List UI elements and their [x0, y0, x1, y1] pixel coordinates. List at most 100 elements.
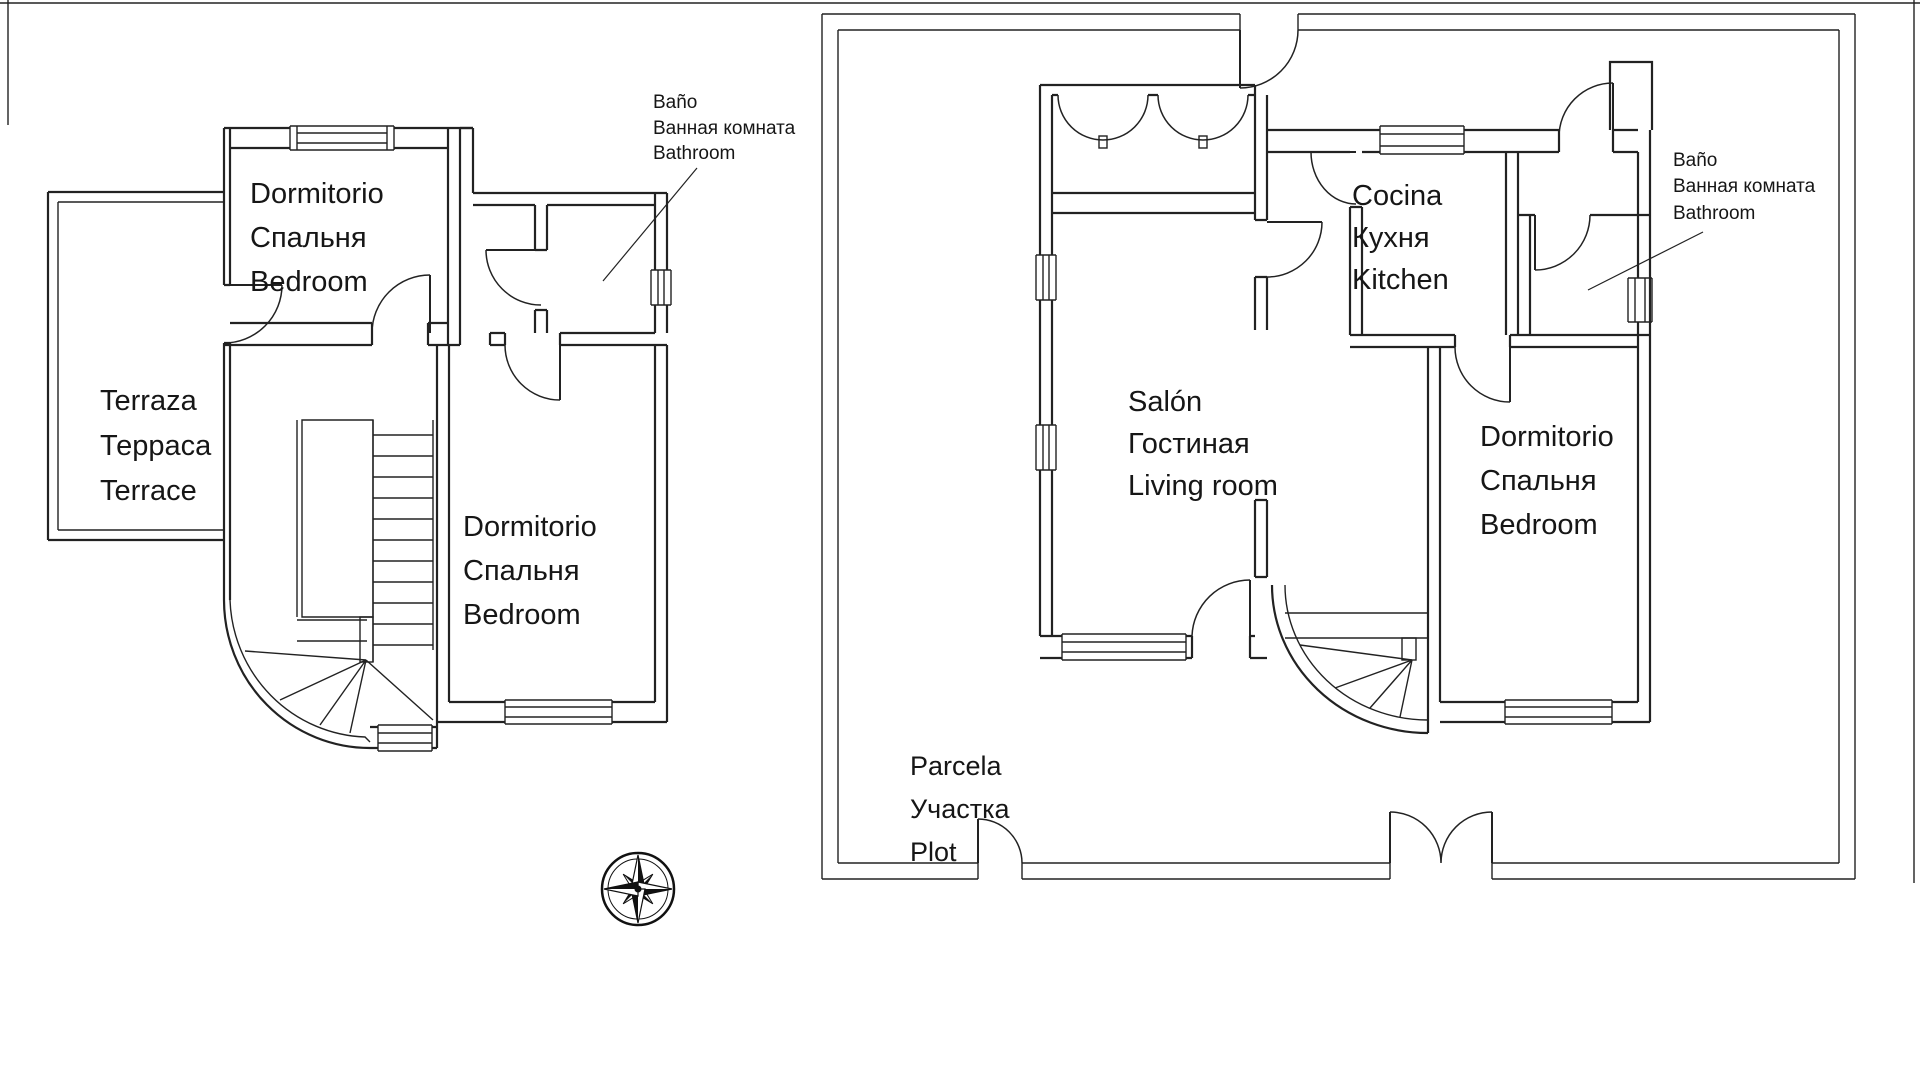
living-north-wall	[1052, 191, 1255, 215]
kitchen-label-line2: Кухня	[1352, 222, 1430, 254]
living-left-window2	[1035, 424, 1057, 471]
stair-bay	[222, 599, 439, 752]
living-label-line3: Living room	[1128, 470, 1278, 502]
bathroom-right-label-line1: Baño	[1673, 150, 1717, 171]
south-band-wall	[1350, 333, 1650, 349]
bathroom-right-label-line2: Ванная комната	[1673, 176, 1816, 197]
stair-winders	[244, 650, 434, 734]
entrance-door	[1558, 82, 1614, 138]
plot-gates	[977, 29, 1493, 864]
kitchen-window	[1379, 125, 1465, 155]
right-plan-doors	[1191, 82, 1614, 637]
pedestrian-gate	[977, 818, 1023, 864]
porch	[1040, 83, 1255, 149]
bedroom-top-label-line3: Bedroom	[250, 266, 368, 298]
plot-label-line3: Plot	[910, 837, 957, 867]
right-floorplan: Cocina Кухня Kitchen Salón Гостиная Livi…	[821, 13, 1856, 880]
bathroom-right-door	[1534, 214, 1591, 271]
frame	[0, 0, 1920, 883]
plot-boundary	[821, 13, 1856, 880]
curved-wall-outer-right	[1270, 584, 1429, 735]
left-floorplan: Baño Ванная комната Bathroom Dormitorio …	[46, 92, 796, 752]
bedroom-right-walls	[1426, 347, 1650, 733]
bedroom-top-south-wall	[224, 321, 460, 347]
kitchen-label-line1: Cocina	[1352, 180, 1443, 212]
compass-center-dot	[634, 885, 642, 893]
middle-band-wall	[488, 331, 667, 347]
bathroom-right-label-line3: Bathroom	[1673, 203, 1755, 224]
living-bottom-window	[1061, 633, 1187, 661]
bathroom-walls-right	[1518, 213, 1650, 335]
living-label-line2: Гостиная	[1128, 428, 1250, 460]
staircase-right	[1270, 584, 1429, 735]
terrace-label-line3: Terrace	[100, 475, 197, 507]
french-door-stop1	[1098, 135, 1108, 149]
garden-door	[1191, 579, 1251, 637]
terrace-door	[223, 284, 283, 344]
entrance-bump	[1557, 60, 1654, 152]
left-plan-doors	[223, 249, 561, 401]
bedroom-right-label-line3: Bedroom	[1480, 509, 1598, 541]
top-gate	[1239, 29, 1299, 89]
bedroom-top-label-line2: Спальня	[250, 222, 367, 254]
living-label-line1: Salón	[1128, 386, 1202, 418]
plot-label-line2: Участка	[910, 794, 1011, 824]
stair-newel-right	[1401, 637, 1417, 661]
bedroom-bottom-label-line1: Dormitorio	[463, 511, 597, 543]
bathroom-leader-line	[602, 167, 698, 282]
left-plan-labels: Baño Ванная комната Bathroom Dormitorio …	[100, 92, 796, 631]
kitchen-label-line3: Kitchen	[1352, 264, 1449, 296]
stair-newel	[359, 616, 374, 663]
bathroom-right-window	[1627, 277, 1653, 323]
house-right-wall	[1636, 130, 1652, 722]
hall-west-wall	[1253, 85, 1269, 330]
bedroom-top-north-wall	[224, 126, 473, 150]
curved-wall-inner-right	[1284, 584, 1429, 721]
bedroom-bottom-door	[504, 344, 561, 401]
compass-main-points	[603, 854, 673, 924]
house-left-wall	[1038, 85, 1054, 636]
bedroom-bottom-window	[504, 699, 613, 725]
terrace-walls	[46, 190, 224, 542]
staircase-left	[244, 419, 434, 734]
bedroom-right-window	[1504, 699, 1613, 725]
envelope-step	[460, 126, 475, 193]
compass-rose-icon	[600, 851, 676, 927]
bathroom-walls	[473, 191, 672, 333]
stair-winders-right	[1299, 644, 1413, 718]
terrace-label-line1: Terraza	[100, 385, 198, 417]
french-door-stop2	[1198, 135, 1208, 149]
kitchen-door	[1310, 151, 1357, 205]
double-gate	[1389, 811, 1493, 864]
left-wall	[222, 128, 232, 600]
right-plan-labels: Cocina Кухня Kitchen Salón Гостиная Livi…	[910, 150, 1816, 867]
bathroom-label-line1: Baño	[653, 92, 697, 113]
bathroom-window	[650, 269, 672, 306]
bedroom-right-label-line2: Спальня	[1480, 465, 1597, 497]
bedroom-bottom-label-line2: Спальня	[463, 555, 580, 587]
curved-wall-outer	[222, 599, 371, 750]
bathroom-door	[485, 249, 542, 306]
stair-bay-window	[377, 724, 433, 752]
terrace-label-line2: Терраса	[100, 430, 212, 462]
living-left-window1	[1035, 254, 1057, 301]
bedroom-right-door	[1454, 346, 1511, 403]
bedroom-top-door	[371, 274, 431, 334]
bedroom-bottom-label-line3: Bedroom	[463, 599, 581, 631]
plot-label-line1: Parcela	[910, 751, 1003, 781]
bathroom-right-leader-line	[1587, 231, 1704, 291]
bathroom-label-line3: Bathroom	[653, 143, 735, 164]
bedroom-right-label-line1: Dormitorio	[1480, 421, 1614, 453]
house-north-wall	[1267, 60, 1654, 155]
bedroom-top-east-wall	[446, 128, 462, 345]
bathroom-label-line2: Ванная комната	[653, 118, 796, 139]
living-south-wall	[1040, 498, 1269, 661]
bedroom-bottom-walls	[435, 345, 669, 727]
bedroom-top-label-line1: Dormitorio	[250, 178, 384, 210]
hall-door	[1266, 221, 1323, 278]
stair-stub-wall	[1253, 498, 1269, 579]
curved-wall-inner	[229, 599, 371, 743]
bedroom-top-window	[289, 125, 395, 151]
